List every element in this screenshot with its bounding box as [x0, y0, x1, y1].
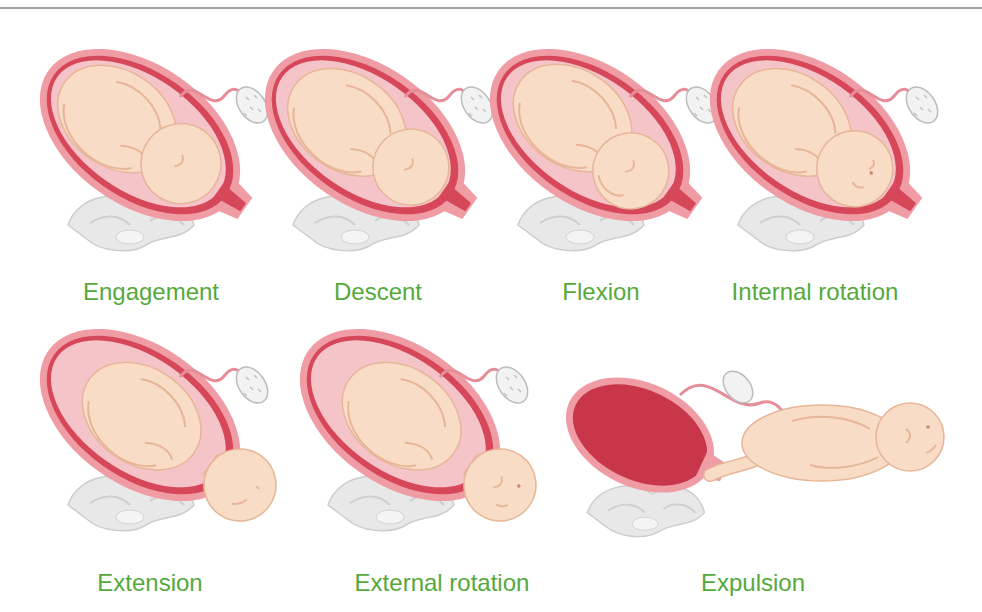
expulsion-figure: [547, 355, 944, 537]
placenta-cord: [405, 81, 499, 129]
top-rule: [0, 8, 982, 9]
extension-figure: [8, 293, 309, 563]
placenta-cord: [850, 81, 944, 129]
uterus-with-fetus: [458, 13, 735, 265]
stage-label: External rotation: [355, 569, 530, 597]
stage-label: Descent: [334, 278, 422, 306]
flexion-figure: [458, 13, 735, 265]
uterus-with-fetus: [8, 13, 285, 265]
internal-rotation-figure: [678, 13, 955, 265]
uterus-with-fetus: [233, 13, 510, 265]
placenta-cord: [180, 81, 274, 129]
placenta-cord: [180, 361, 274, 409]
uterus-with-fetus: [678, 13, 955, 265]
placenta: [717, 365, 759, 408]
descent-figure: [233, 13, 510, 265]
newborn: [710, 403, 944, 481]
uterus-with-fetus: [268, 293, 569, 563]
placenta-cord: [630, 81, 724, 129]
stage-label: Internal rotation: [732, 278, 899, 306]
stage-label: Engagement: [83, 278, 219, 306]
external-rotation-figure: [268, 293, 569, 563]
pelvis: [587, 486, 704, 536]
stage-label: Extension: [97, 569, 202, 597]
engagement-figure: [8, 13, 285, 265]
placenta-cord: [440, 361, 534, 409]
emptied-uterus: [547, 355, 745, 521]
stage-label: Flexion: [562, 278, 639, 306]
stage-label: Expulsion: [701, 569, 805, 597]
uterus-with-fetus: [8, 293, 309, 563]
